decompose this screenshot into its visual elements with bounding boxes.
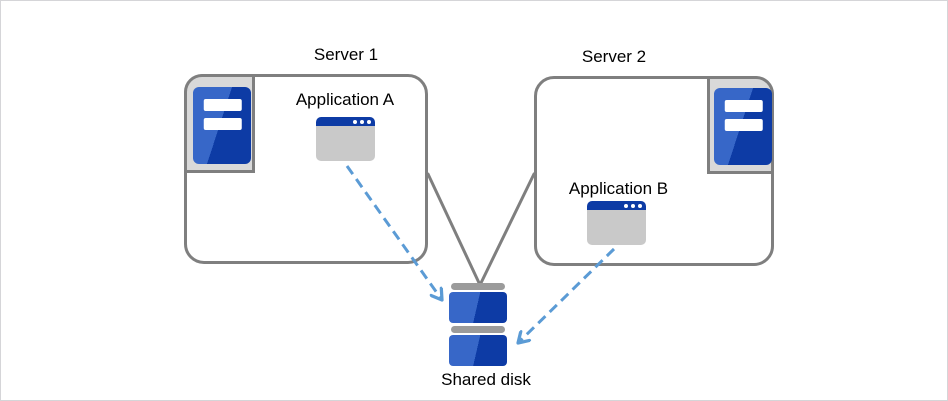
- server2-to-disk-line: [478, 172, 536, 287]
- disk-bar: [451, 326, 505, 333]
- server-icon: [193, 87, 251, 164]
- disk-platter: [449, 335, 507, 366]
- server-slot-bar: [724, 100, 763, 112]
- application-b-label: Application B: [568, 179, 669, 198]
- disk-platter: [449, 292, 507, 323]
- window-dots: [624, 203, 642, 208]
- window-body: [587, 210, 646, 245]
- server2-icon-panel: [707, 76, 774, 174]
- application-a-label: Application A: [295, 90, 395, 109]
- window-titlebar: [316, 117, 375, 126]
- shared-disk-icon: [449, 283, 507, 369]
- window-body: [316, 126, 375, 161]
- server1-icon-panel: [184, 74, 255, 173]
- server1-label: Server 1: [313, 45, 379, 64]
- server1-to-disk-line: [426, 172, 482, 287]
- window-titlebar: [587, 201, 646, 210]
- app-window-icon: [587, 201, 646, 245]
- shared-disk-label: Shared disk: [441, 370, 531, 389]
- server-slot-bar: [724, 119, 763, 131]
- server-slot-bar: [203, 118, 242, 130]
- window-dots: [353, 119, 371, 124]
- disk-bar: [451, 283, 505, 290]
- app-window-icon: [316, 117, 375, 161]
- server-slot-bar: [203, 99, 242, 111]
- server2-label: Server 2: [581, 47, 647, 66]
- server-icon: [714, 88, 772, 165]
